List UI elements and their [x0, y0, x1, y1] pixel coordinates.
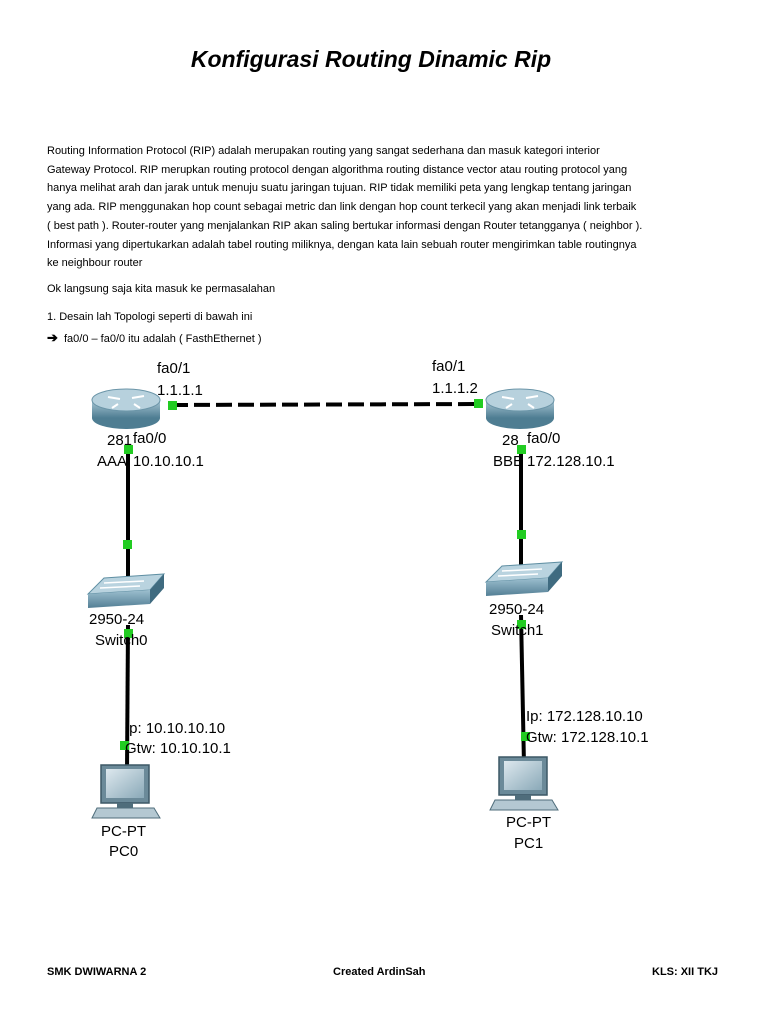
router-right-bottom-ip: 172.128.10.1: [527, 453, 615, 470]
ok-line: Ok langsung saja kita masuk ke permasala…: [47, 283, 276, 295]
router-right-top-ip: 1.1.1.2: [432, 380, 478, 397]
switch-right-name: Switch1: [491, 622, 544, 639]
router-right-top-interface: fa0/1: [432, 358, 465, 375]
switch-right-model: 2950-24: [489, 601, 544, 618]
intro-line: Informasi yang dipertukarkan adalah tabe…: [47, 238, 637, 251]
router-right-name: BBB: [493, 453, 523, 470]
router-left-model: 281: [107, 432, 132, 449]
router-left-bottom-interface: fa0/0: [133, 430, 166, 447]
pc-right-ip: Ip: 172.128.10.10: [526, 708, 643, 725]
intro-line: ( best path ). Router-router yang menjal…: [47, 219, 643, 232]
step-1-instruction: 1. Desain lah Topologi seperti di bawah …: [47, 311, 253, 323]
pc-left-icon: [91, 764, 161, 819]
intro-line: ke neighbour router: [47, 257, 143, 270]
switch-left-model: 2950-24: [89, 611, 144, 628]
footer-school: SMK DWIWARNA 2: [47, 966, 147, 978]
router-right-icon: [485, 388, 555, 429]
intro-line: Routing Information Protocol (RIP) adala…: [47, 145, 600, 157]
interface-note-text: fa0/0 – fa0/0 itu adalah ( FasthEthernet…: [63, 333, 262, 345]
interface-note: ➔ fa0/0 – fa0/0 itu adalah ( FasthEthern…: [47, 330, 261, 346]
pc-right-gateway: Gtw: 172.128.10.1: [526, 729, 649, 746]
router-left-top-ip: 1.1.1.1: [157, 382, 203, 399]
pc-right-name: PC1: [514, 835, 543, 852]
pc-left-type: PC-PT: [101, 823, 146, 840]
intro-paragraph: Routing Information Protocol (RIP) adala…: [47, 142, 727, 273]
switch-left-icon: [86, 573, 166, 608]
pc-left-ip: Ip: 10.10.10.10: [125, 720, 225, 737]
footer-author: Created ArdinSah: [333, 966, 426, 978]
pc-left-gateway: Gtw: 10.10.10.1: [125, 740, 231, 757]
router-link-cable: [171, 402, 479, 407]
page-title: Konfigurasi Routing Dinamic Rip: [190, 46, 552, 72]
intro-line: yang ada. RIP menggunakan hop count seba…: [47, 201, 637, 214]
router-right-bottom-interface: fa0/0: [527, 430, 560, 447]
pc-left-name: PC0: [109, 843, 138, 860]
switch-right-icon: [484, 561, 564, 596]
intro-line: Gateway Protocol. RIP merupkan routing p…: [47, 163, 628, 176]
pc-right-type: PC-PT: [506, 814, 551, 831]
router-left-top-interface: fa0/1: [157, 360, 190, 377]
router-left-icon: [91, 388, 161, 429]
arrow-right-icon: ➔: [47, 330, 58, 345]
link-status-dots: [120, 399, 530, 750]
switch-left-name: Switch0: [95, 632, 148, 649]
pc-right-icon: [489, 756, 559, 811]
router-right-model: 28: [502, 432, 519, 449]
footer-class: KLS: XII TKJ: [652, 966, 719, 978]
router-left-bottom-ip: 10.10.10.1: [133, 453, 204, 470]
router-left-name: AAA: [97, 453, 127, 470]
intro-line: hanya melihat arah dan jarak untuk menuj…: [47, 182, 632, 195]
